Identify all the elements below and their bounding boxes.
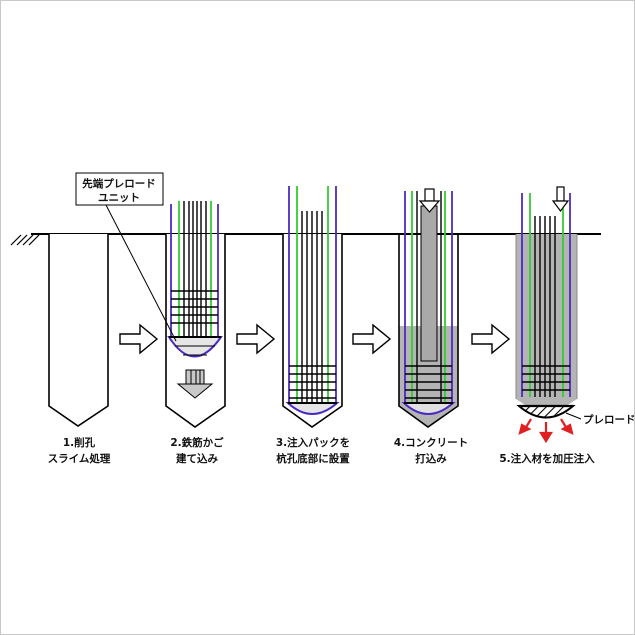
step-labels: 1.削孔 スライム処理 2.鉄筋かご 建て込み 3.注入パックを 杭孔底部に設置… — [48, 436, 596, 465]
step4-tremie-pipe — [420, 205, 438, 362]
process-arrows — [119, 323, 511, 355]
step4-rebar-cage — [404, 191, 453, 403]
step3-rebar-cage — [288, 186, 337, 403]
preload-callout: プレロード — [565, 412, 634, 426]
process-arrow-3-icon — [352, 323, 392, 355]
step2-down-arrow-icon — [176, 369, 214, 399]
step3-label-line2: 杭孔底部に設置 — [276, 452, 350, 465]
step4-pile — [398, 188, 459, 428]
step5-preload-bulb — [516, 404, 576, 419]
step1-bore-hole — [48, 234, 109, 427]
step2-label-line2: 建て込み — [175, 452, 218, 465]
step4-label-line2: 打込み — [415, 452, 447, 465]
unit-callout-line2: ユニット — [98, 192, 140, 204]
step2-pile — [165, 201, 226, 428]
unit-callout-line1: 先端プレロード — [82, 177, 156, 190]
step2-label: 2.鉄筋かご — [170, 436, 224, 449]
step5-rebar-cage — [521, 193, 571, 397]
step5-pile — [515, 186, 578, 444]
process-arrow-4-icon — [471, 323, 511, 355]
step1-label-line2: スライム処理 — [48, 452, 111, 465]
grout-pressure-arrows — [518, 418, 574, 444]
step5-down-arrow-icon — [551, 186, 570, 212]
step2-rebar-cage — [170, 201, 219, 341]
preload-label: プレロード — [583, 413, 634, 426]
process-arrow-2-icon — [236, 323, 276, 355]
step3-label: 3.注入パックを — [276, 436, 350, 449]
process-arrow-1-icon — [119, 323, 159, 355]
step4-label: 4.コンクリート — [394, 437, 468, 449]
step4-grout-pack — [401, 402, 456, 415]
step3-grout-pack — [285, 402, 340, 415]
step1-label: 1.削孔 — [63, 436, 96, 449]
step5-label: 5.注入材を加圧注入 — [499, 452, 595, 465]
step2-preload-unit — [167, 336, 223, 358]
unit-callout: 先端プレロード ユニット — [75, 172, 177, 342]
step3-pile — [282, 186, 343, 428]
step4-down-arrow-icon — [418, 188, 441, 213]
